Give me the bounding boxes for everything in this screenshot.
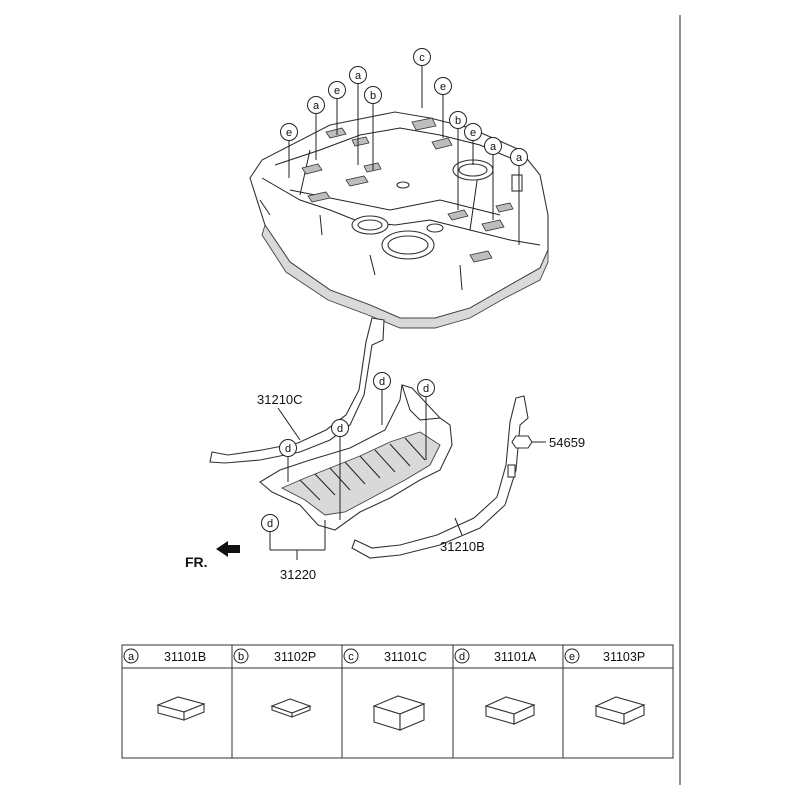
callout-letter: a — [355, 70, 362, 82]
callout-b-2: b — [449, 111, 467, 129]
callout-letter: e — [470, 127, 476, 139]
strap-right — [351, 395, 529, 559]
callout-letter: d — [267, 518, 273, 530]
callout-letter: a — [516, 152, 523, 164]
callout-letter: b — [455, 115, 461, 127]
label-31220: 31220 — [280, 567, 316, 582]
callout-letter: a — [313, 100, 320, 112]
callout-letter: e — [286, 127, 292, 139]
callout-a-4: a — [510, 148, 528, 166]
callout-d-4: d — [279, 439, 297, 457]
legend-cell-d: d 31101A — [454, 648, 537, 725]
legend-letter: c — [348, 651, 354, 663]
callout-letter: b — [370, 90, 376, 102]
legend-part-number: 31101C — [384, 650, 427, 664]
label-31210B: 31210B — [440, 539, 485, 554]
front-arrow-icon — [216, 541, 240, 557]
callout-b-1: b — [364, 86, 382, 104]
legend-table — [121, 644, 674, 759]
legend-cell-c: c 31101C — [343, 648, 427, 731]
callout-e-4: e — [464, 123, 482, 141]
callout-a-1: a — [307, 96, 325, 114]
legend-letter: a — [128, 651, 135, 663]
callout-letter: d — [379, 376, 385, 388]
strap-left-leader — [277, 407, 301, 441]
nut-54659 — [511, 435, 546, 449]
callout-letter: d — [337, 423, 343, 435]
callout-e-2: e — [328, 81, 346, 99]
callout-d-2: d — [417, 379, 435, 397]
callout-letter: e — [440, 81, 446, 93]
legend-cell-b: b 31102P — [233, 648, 316, 718]
legend-part-number: 31101A — [494, 650, 537, 664]
callout-letter: e — [334, 85, 340, 97]
label-31210C: 31210C — [257, 392, 303, 407]
heat-shield — [259, 384, 453, 531]
callout-letter: d — [423, 383, 429, 395]
callout-a-3: a — [484, 137, 502, 155]
fuel-tank — [249, 111, 549, 329]
callout-letter: d — [285, 443, 291, 455]
label-54659: 54659 — [549, 435, 585, 450]
tank-leader-lines — [288, 66, 520, 245]
callout-e-3: e — [434, 77, 452, 95]
legend-letter: e — [569, 651, 575, 663]
callout-c-1: c — [413, 48, 431, 66]
callout-a-2: a — [349, 66, 367, 84]
front-label: FR. — [185, 554, 208, 570]
callout-letter: c — [419, 52, 425, 64]
legend-part-number: 31103P — [603, 650, 645, 664]
legend-part-number: 31101B — [164, 650, 206, 664]
strap-left — [209, 317, 385, 464]
callout-e-1: e — [280, 123, 298, 141]
callout-d-3: d — [331, 419, 349, 437]
callout-d-1: d — [373, 372, 391, 390]
legend-letter: d — [459, 651, 465, 663]
callout-letter: a — [490, 141, 497, 153]
legend-cell-e: e 31103P — [564, 648, 646, 725]
legend-letter: b — [238, 651, 244, 663]
legend-part-number: 31102P — [274, 650, 316, 664]
shield-leader-lines — [269, 390, 427, 560]
callout-d-5: d — [261, 514, 279, 532]
legend-cell-a: a 31101B — [123, 648, 206, 721]
strap-right-leader — [454, 517, 463, 536]
